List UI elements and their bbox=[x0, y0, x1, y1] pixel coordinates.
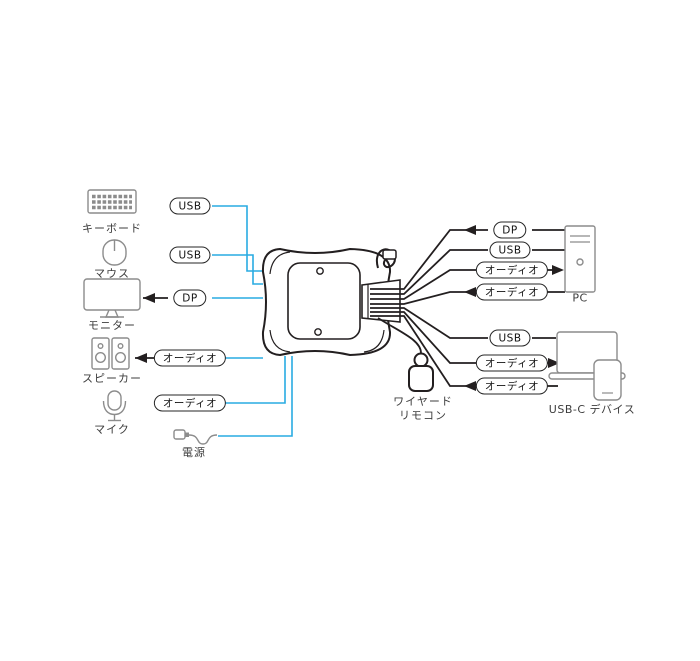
label-keyboard: キーボード bbox=[82, 222, 142, 235]
cable-pc-usb bbox=[370, 249, 488, 295]
left-arrows bbox=[135, 293, 155, 363]
microphone-icon bbox=[102, 390, 127, 422]
label-monitor: モニター bbox=[88, 319, 136, 332]
shell-accent-bottom-right bbox=[363, 329, 385, 353]
right-arrows bbox=[464, 225, 564, 391]
arrow-audio-to-pc bbox=[552, 265, 564, 275]
port-pill-pc-audio-out: オーディオ bbox=[475, 261, 549, 279]
monitor-icon bbox=[83, 278, 141, 318]
cable-pc-audio-out bbox=[370, 269, 477, 300]
arrow-to-monitor-icon bbox=[143, 293, 155, 303]
port-pill-usbc-usb: USB bbox=[489, 329, 531, 347]
port-pill-speaker-audio: オーディオ bbox=[153, 349, 227, 367]
cable-power bbox=[218, 356, 293, 437]
port-pill-mouse-usb: USB bbox=[169, 246, 211, 264]
cable-pc-audio-in bbox=[370, 291, 477, 305]
remote-body bbox=[408, 365, 434, 392]
label-remote-line1: ワイヤード bbox=[393, 395, 453, 408]
cyan-cables bbox=[212, 205, 293, 437]
mouse-icon bbox=[102, 239, 127, 266]
cable-remote bbox=[377, 317, 422, 354]
cable-mouse bbox=[212, 254, 263, 285]
right-device-icons bbox=[548, 225, 626, 401]
arrow-audio-from-pc bbox=[464, 287, 476, 297]
label-mouse: マウス bbox=[94, 267, 130, 280]
cable-mic bbox=[225, 356, 286, 404]
label-pc: PC bbox=[572, 291, 588, 305]
label-mic: マイク bbox=[94, 423, 130, 436]
pc-tower-icon bbox=[564, 225, 596, 293]
arrow-audio-to-usbc bbox=[548, 358, 560, 368]
left-device-icons bbox=[83, 189, 218, 445]
arrow-audio-from-usbc bbox=[464, 381, 476, 391]
port-pill-pc-audio-in: オーディオ bbox=[475, 283, 549, 301]
cable-keyboard bbox=[212, 205, 263, 272]
keyboard-icon bbox=[87, 189, 137, 214]
panel-button-top bbox=[316, 267, 324, 275]
phone-icon bbox=[593, 359, 622, 401]
usbc-plug-icon bbox=[382, 249, 397, 260]
shell-accent-bottom-left bbox=[269, 329, 291, 353]
power-cord-icon bbox=[173, 429, 218, 445]
port-pill-usbc-audio-out: オーディオ bbox=[475, 354, 549, 372]
cable-usbc-audio-in bbox=[370, 315, 477, 387]
black-cables bbox=[370, 229, 565, 387]
port-pill-monitor-dp: DP bbox=[173, 289, 207, 307]
arrow-to-speaker-icon bbox=[135, 353, 147, 363]
port-pill-pc-dp: DP bbox=[493, 221, 527, 239]
port-pill-mic-audio: オーディオ bbox=[153, 394, 227, 412]
port-pill-pc-usb: USB bbox=[489, 241, 531, 259]
label-usbc-device: USB-C デバイス bbox=[548, 403, 636, 416]
port-pill-keyboard-usb: USB bbox=[169, 197, 211, 215]
cable-usbc-audio-out bbox=[370, 311, 477, 364]
port-pill-usbc-audio-in: オーディオ bbox=[475, 377, 549, 395]
shell-accent-top-left bbox=[269, 251, 291, 275]
label-remote-line2: リモコン bbox=[399, 409, 447, 422]
switch-top-panel bbox=[287, 262, 361, 340]
speakers-icon bbox=[91, 337, 130, 370]
label-power: 電源 bbox=[182, 446, 206, 459]
remote-ring bbox=[413, 352, 429, 368]
panel-button-bottom bbox=[314, 328, 322, 336]
cable-usbc-usb bbox=[370, 307, 488, 339]
label-speaker: スピーカー bbox=[82, 372, 142, 385]
arrow-dp-to-switch bbox=[464, 225, 476, 235]
remote-icon bbox=[408, 352, 434, 392]
kvm-switch bbox=[261, 247, 401, 357]
